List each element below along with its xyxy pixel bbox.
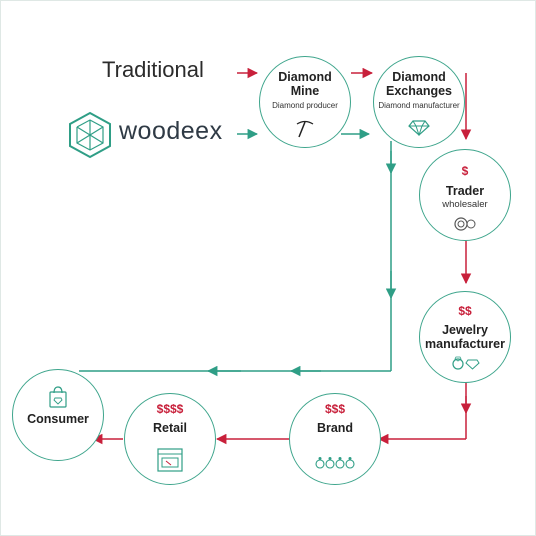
node-mine-subtitle: Diamond producer <box>272 101 338 110</box>
woodeex-logo-mark-icon <box>69 111 111 159</box>
node-retail: $$$$ Retail <box>124 393 216 485</box>
node-brand-price: $$$ <box>324 402 346 416</box>
diamond-icon <box>374 120 464 141</box>
node-jewelry-price: $$ <box>458 304 472 318</box>
pickaxe-icon <box>260 119 350 144</box>
ring-diamond-icon <box>420 356 510 375</box>
loupe-icon <box>420 216 510 237</box>
shop-window-icon <box>125 448 215 477</box>
shopping-bag-icon <box>13 386 103 413</box>
node-exchanges-title-1: Diamond <box>392 70 446 84</box>
node-brand-title: Brand <box>316 421 354 435</box>
node-exchanges-title-2: Exchanges <box>385 84 452 98</box>
node-diamond-mine: Diamond Mine Diamond producer <box>259 56 351 148</box>
node-jewelry-title-2: manufacturer <box>425 337 505 351</box>
node-brand: $$$ Brand <box>289 393 381 485</box>
woodeex-brand-name: woodeex <box>119 117 223 145</box>
node-consumer: Consumer <box>12 369 104 461</box>
node-jewelry-title-1: Jewelry <box>442 323 488 337</box>
woodeex-logo: woodeex <box>67 111 222 159</box>
node-exchanges-subtitle: Diamond manufacturer <box>378 101 460 110</box>
node-trader: $ Trader wholesaler <box>419 149 511 241</box>
node-mine-title-2: Mine <box>290 84 320 98</box>
node-retail-title: Retail <box>152 421 188 435</box>
node-retail-price: $$$$ <box>156 402 184 416</box>
traditional-path <box>91 67 472 445</box>
node-trader-price: $ <box>461 164 469 178</box>
traditional-label: Traditional <box>102 57 204 82</box>
node-mine-title-1: Diamond <box>278 70 332 84</box>
node-consumer-title: Consumer <box>27 412 89 426</box>
node-diamond-exchanges: Diamond Exchanges Diamond manufacturer <box>373 56 465 148</box>
rings-icon <box>290 456 380 475</box>
node-jewelry-manufacturer: $$ Jewelry manufacturer <box>419 291 511 383</box>
woodeex-path <box>79 128 397 377</box>
node-trader-title: Trader <box>445 184 485 198</box>
node-trader-subtitle: wholesaler <box>442 199 488 210</box>
